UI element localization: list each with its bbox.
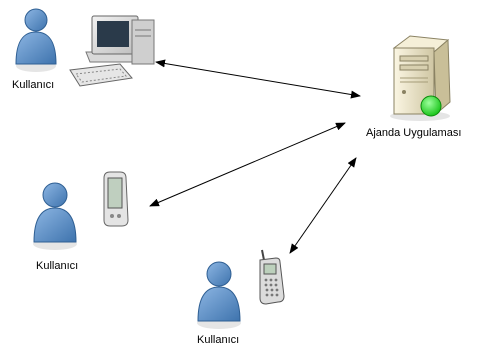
desktop-computer-icon xyxy=(69,15,155,87)
server-label: Ajanda Uygulaması xyxy=(366,127,462,139)
status-light-icon xyxy=(420,95,442,117)
edge-desktop-server xyxy=(155,59,361,99)
edge-pda-server xyxy=(149,122,346,207)
mobile-phone-icon xyxy=(259,249,285,305)
person-icon xyxy=(15,8,57,72)
person-icon xyxy=(197,261,241,329)
user-label-desktop: Kullanıcı xyxy=(12,79,55,91)
user-label-pda: Kullanıcı xyxy=(36,260,79,272)
person-icon xyxy=(33,182,77,250)
server-icon xyxy=(390,35,451,121)
pda-icon xyxy=(103,171,129,227)
edge-phone-server xyxy=(289,157,357,254)
user-label-phone: Kullanıcı xyxy=(197,334,240,346)
